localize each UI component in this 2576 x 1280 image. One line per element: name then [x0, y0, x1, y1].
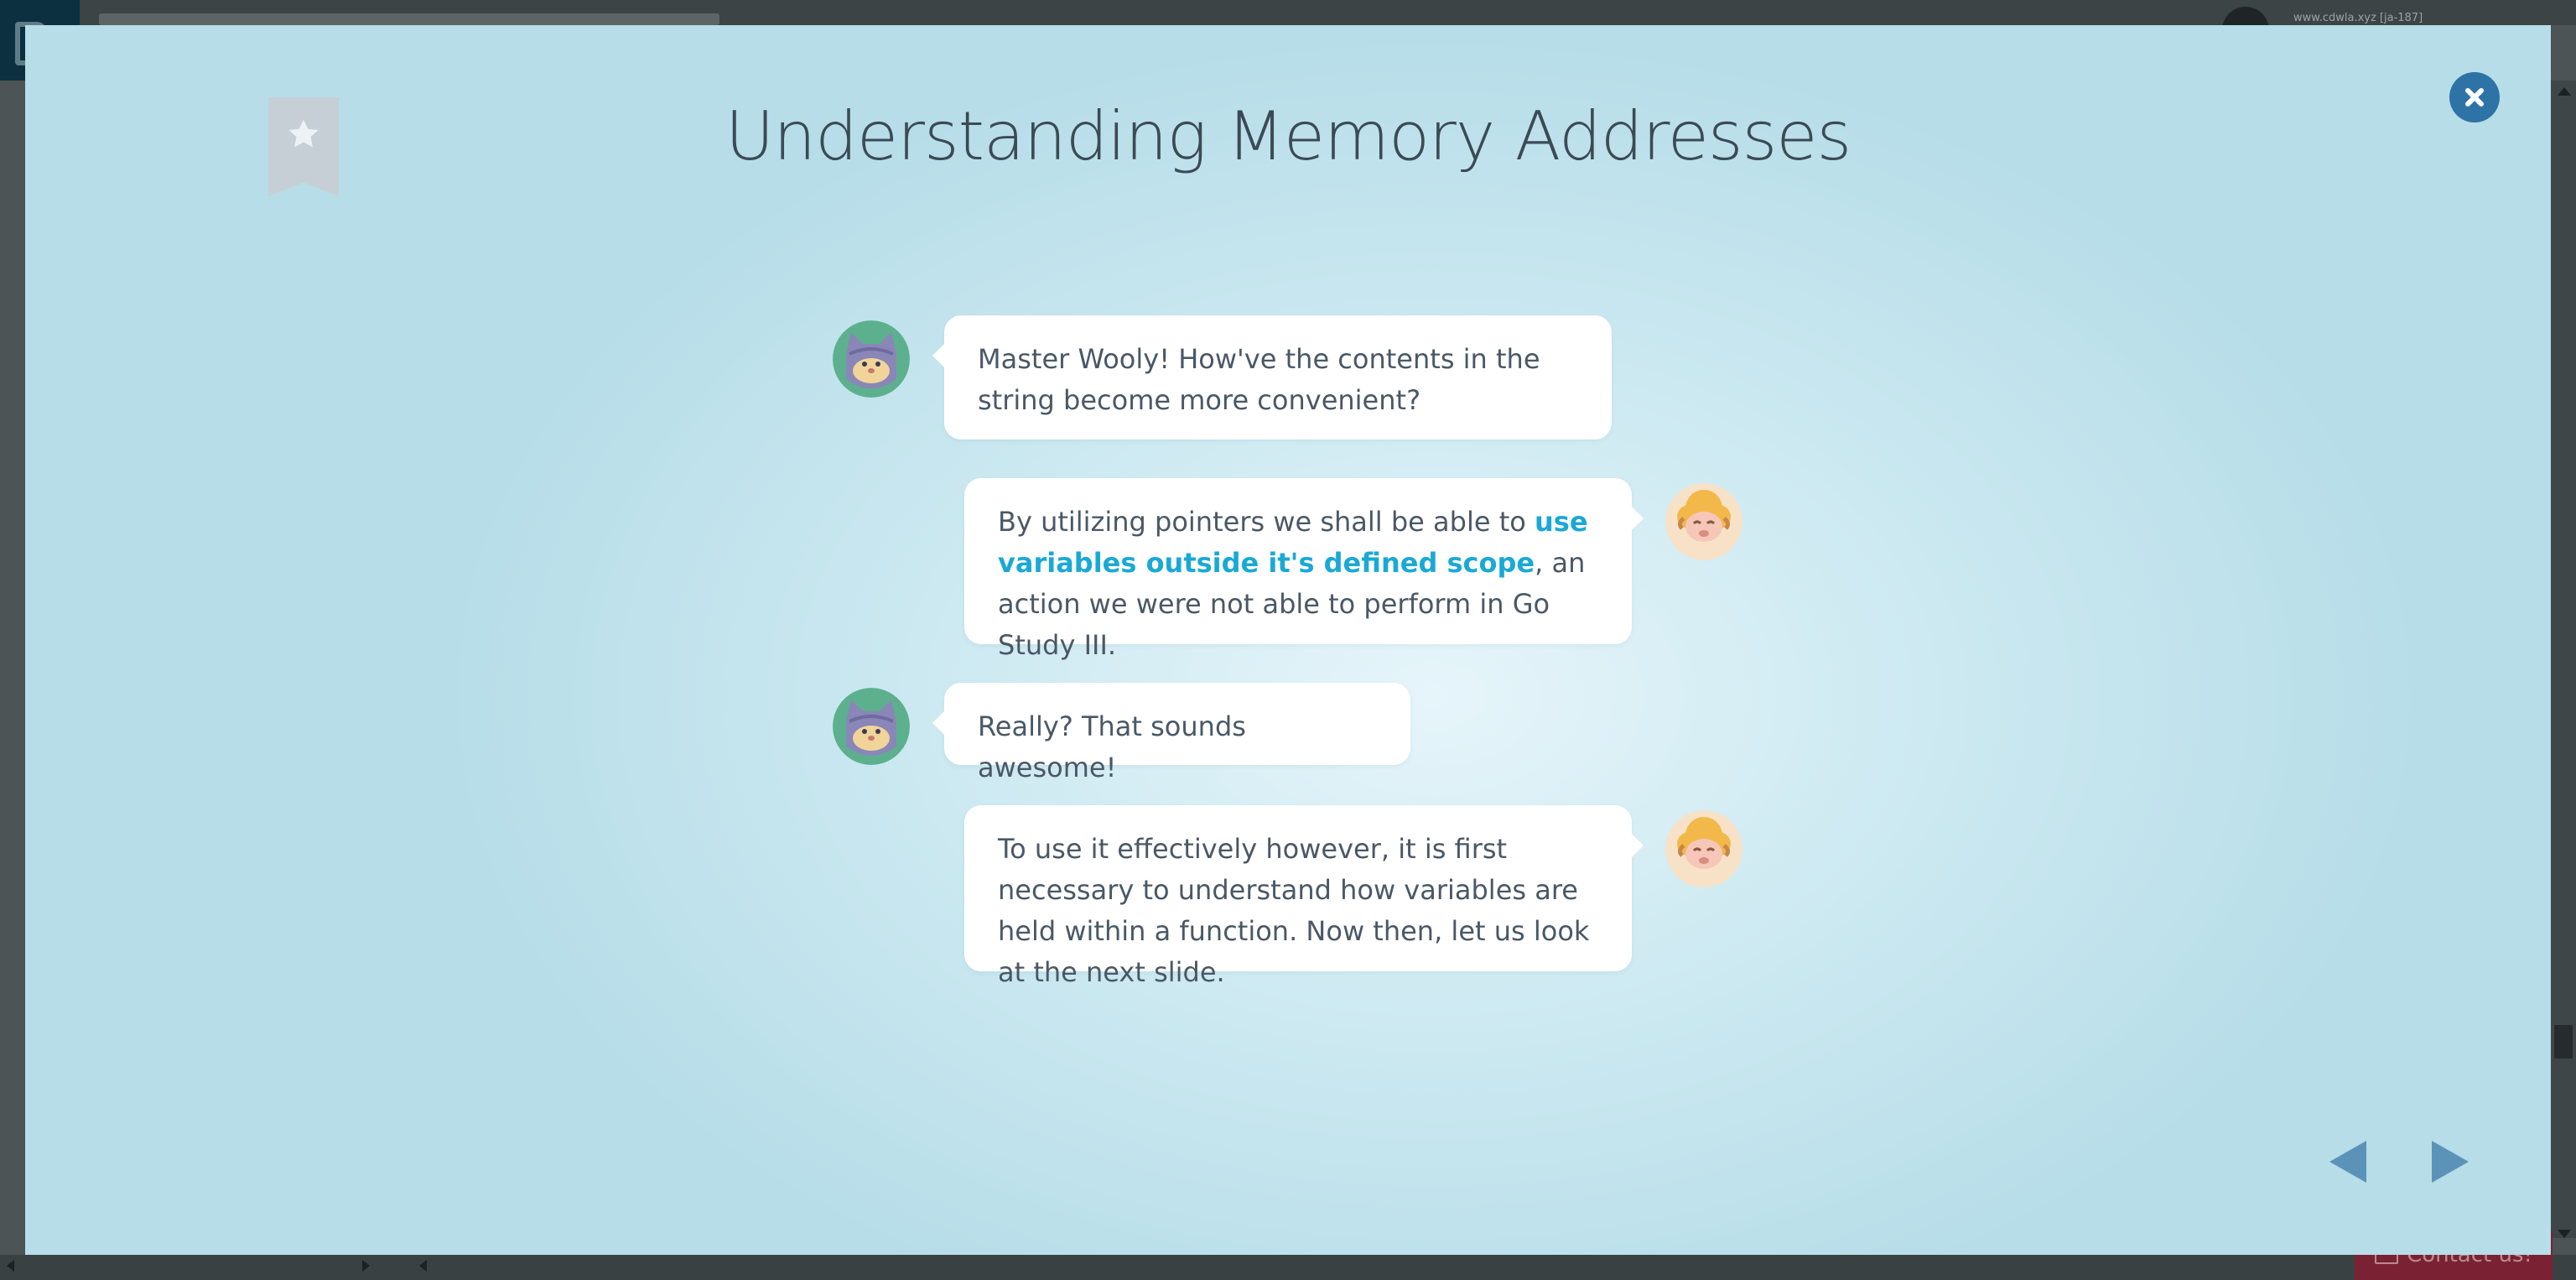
sheep-avatar-icon — [1665, 483, 1742, 560]
slide-title: Understanding Memory Addresses — [724, 97, 1852, 175]
message-text: Really? That sounds awesome! — [978, 710, 1246, 783]
highlighted-text: use variables outside it's defined scope — [998, 506, 1588, 579]
message-text: Master Wooly! How've the contents in the… — [978, 343, 1540, 416]
message-text: To use it effectively however, it is fir… — [998, 833, 1590, 988]
cat-avatar-icon — [833, 320, 910, 398]
chat-bubble-teacher: To use it effectively however, it is fir… — [964, 805, 1644, 988]
backdrop-search-bar — [99, 13, 719, 25]
next-slide-arrow-icon[interactable] — [2432, 1141, 2469, 1183]
chat-bubble-teacher: By utilizing pointers we shall be able t… — [964, 478, 1644, 661]
lesson-slide-modal: Understanding Memory Addresses Master Wo… — [25, 25, 2551, 1255]
chat-bubble-student: Really? That sounds awesome! — [932, 683, 1410, 783]
close-x-icon — [2465, 88, 2484, 107]
scroll-left-arrow-icon[interactable] — [419, 1260, 427, 1272]
message-text: By utilizing pointers we shall be able t… — [998, 506, 1535, 538]
user-label: www.cdwla.xyz [ja-187] — [2293, 12, 2423, 24]
chat-bubble-student: Master Wooly! How've the contents in the… — [932, 315, 1612, 440]
horizontal-scrollbar[interactable] — [0, 1255, 2576, 1280]
prev-slide-arrow-icon[interactable] — [2329, 1141, 2366, 1183]
bookmark-star-icon[interactable] — [268, 97, 339, 196]
star-icon — [288, 119, 319, 148]
vertical-scroll-thumb[interactable] — [2554, 1025, 2573, 1059]
cat-avatar-icon — [833, 688, 910, 765]
scroll-down-arrow-icon[interactable] — [2558, 1230, 2571, 1238]
message-text: , an action we were not able to perform … — [998, 547, 1586, 661]
vertical-scrollbar[interactable] — [2549, 81, 2576, 1238]
scroll-right-arrow-icon[interactable] — [362, 1260, 370, 1272]
close-icon[interactable] — [2449, 72, 2500, 122]
scroll-left-arrow-icon[interactable] — [7, 1260, 14, 1272]
scroll-up-arrow-icon[interactable] — [2558, 87, 2571, 96]
sheep-avatar-icon — [1665, 810, 1742, 887]
